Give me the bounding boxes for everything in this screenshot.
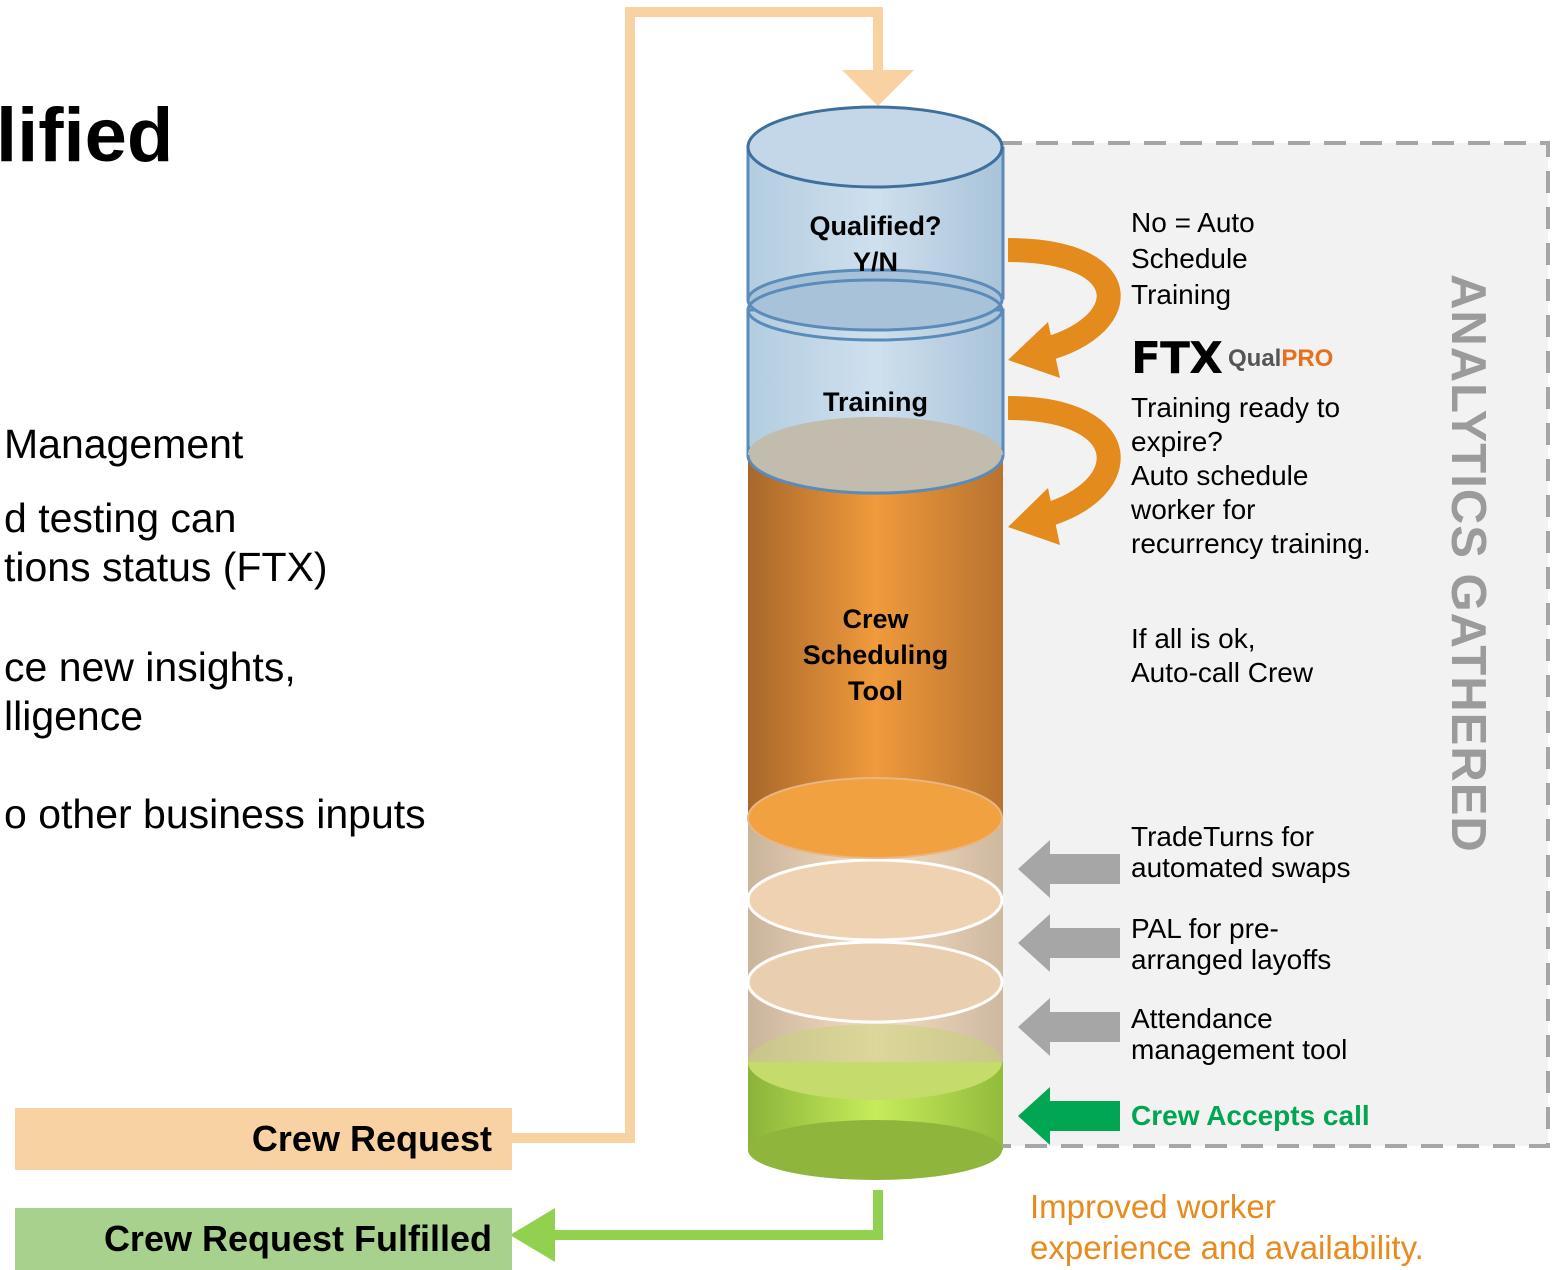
tradeturns-note: TradeTurns for automated swaps xyxy=(1131,821,1351,883)
tool-segment xyxy=(748,455,1003,818)
curved-arrow-2 xyxy=(1007,396,1121,530)
crew-request-box: Crew Request xyxy=(15,1108,512,1170)
band-ellipse-2 xyxy=(746,858,1004,942)
training-label: Training xyxy=(822,387,928,417)
improved-experience-text: Improved worker experience and availabil… xyxy=(1030,1188,1424,1266)
bullet-3-line-1: ce new insights, xyxy=(4,644,296,690)
qualified-label: Qualified? Y/N xyxy=(809,211,942,277)
down-arrowhead xyxy=(842,70,914,106)
bullet-2-line-2: tions status (FTX) xyxy=(4,544,328,590)
page-title: lified xyxy=(0,93,174,178)
expire-note: Training ready to expire? Auto schedule … xyxy=(1131,392,1371,559)
bullet-4: o other business inputs xyxy=(4,791,426,837)
qualified-top-ellipse xyxy=(746,105,1004,189)
curved-arrow-1 xyxy=(1007,238,1121,364)
bullet-1: Management xyxy=(4,421,244,467)
crew-request-connector xyxy=(512,7,883,1143)
bullet-3-line-2: lligence xyxy=(4,693,144,739)
green-bottom-ellipse xyxy=(748,1120,1002,1180)
bullet-2-line-1: d testing can xyxy=(4,495,237,541)
ftx-logo-text: FTX xyxy=(1131,333,1223,384)
left-green-arrowhead xyxy=(510,1208,555,1262)
qual-logo-text: Qual xyxy=(1228,344,1282,372)
band-ellipse-3 xyxy=(746,940,1004,1024)
crew-accepts-note: Crew Accepts call xyxy=(1131,1100,1370,1131)
crew-request-fulfilled-box: Crew Request Fulfilled xyxy=(15,1208,512,1270)
pal-note: PAL for pre- arranged layoffs xyxy=(1131,913,1332,975)
tool-bottom-ellipse xyxy=(747,777,1003,859)
fulfilled-connector xyxy=(545,1190,883,1240)
attendance-note: Attendance management tool xyxy=(1131,1003,1348,1065)
analytics-gathered-label: ANALYTICS GATHERED xyxy=(1441,274,1495,853)
ftx-qualpro-logo: FTX Qual PRO xyxy=(1131,333,1333,384)
pro-logo-text: PRO xyxy=(1281,344,1334,372)
crew-scheduling-tool-label: Crew Scheduling Tool xyxy=(802,604,949,706)
all-ok-note: If all is ok, Auto-call Crew xyxy=(1131,623,1314,688)
auto-schedule-note: No = Auto Schedule Training xyxy=(1131,207,1255,310)
